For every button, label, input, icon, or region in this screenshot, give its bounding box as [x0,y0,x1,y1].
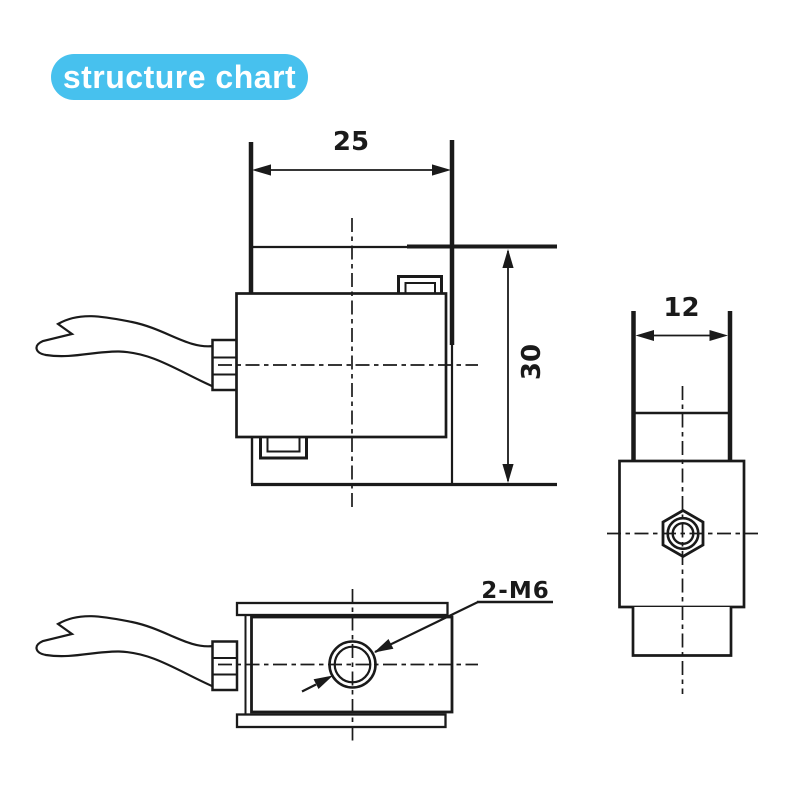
dimension-width-label: 25 [333,127,369,157]
bracket-bottom-bar [235,713,447,729]
front-view: 25 30 [35,127,557,509]
clamp-tab-top [397,275,443,294]
bottom-view: 2-M6 [35,578,553,742]
side-view: 12 [607,293,758,694]
bracket-top-bar [235,601,449,617]
dimension-side-width: 12 [635,293,728,341]
arrowhead-icon [252,164,271,176]
dimension-height-label: 30 [517,344,547,380]
front-base-section [250,437,557,487]
thread-callout: 2-M6 [301,578,553,693]
dimension-height: 30 [502,249,547,483]
cable-connector-front [211,338,239,392]
arrowhead-icon [502,464,514,483]
dimension-width: 25 [252,127,451,176]
arrowhead-icon [635,330,654,341]
badge-label: structure chart [62,58,297,95]
arrowhead-icon [374,639,394,653]
cable-icon-bottom [35,615,214,688]
arrowhead-icon [432,164,451,176]
dimension-side-width-label: 12 [663,293,699,323]
cable-connector-bottom [211,640,239,692]
clamp-tab-bottom [259,437,308,460]
structure-chart-badge: structure chart [51,54,308,100]
thread-callout-label: 2-M6 [481,578,549,604]
arrowhead-icon [502,249,514,268]
arrowhead-icon [313,675,333,689]
arrowhead-icon [709,330,728,341]
cable-icon-front [35,315,214,388]
